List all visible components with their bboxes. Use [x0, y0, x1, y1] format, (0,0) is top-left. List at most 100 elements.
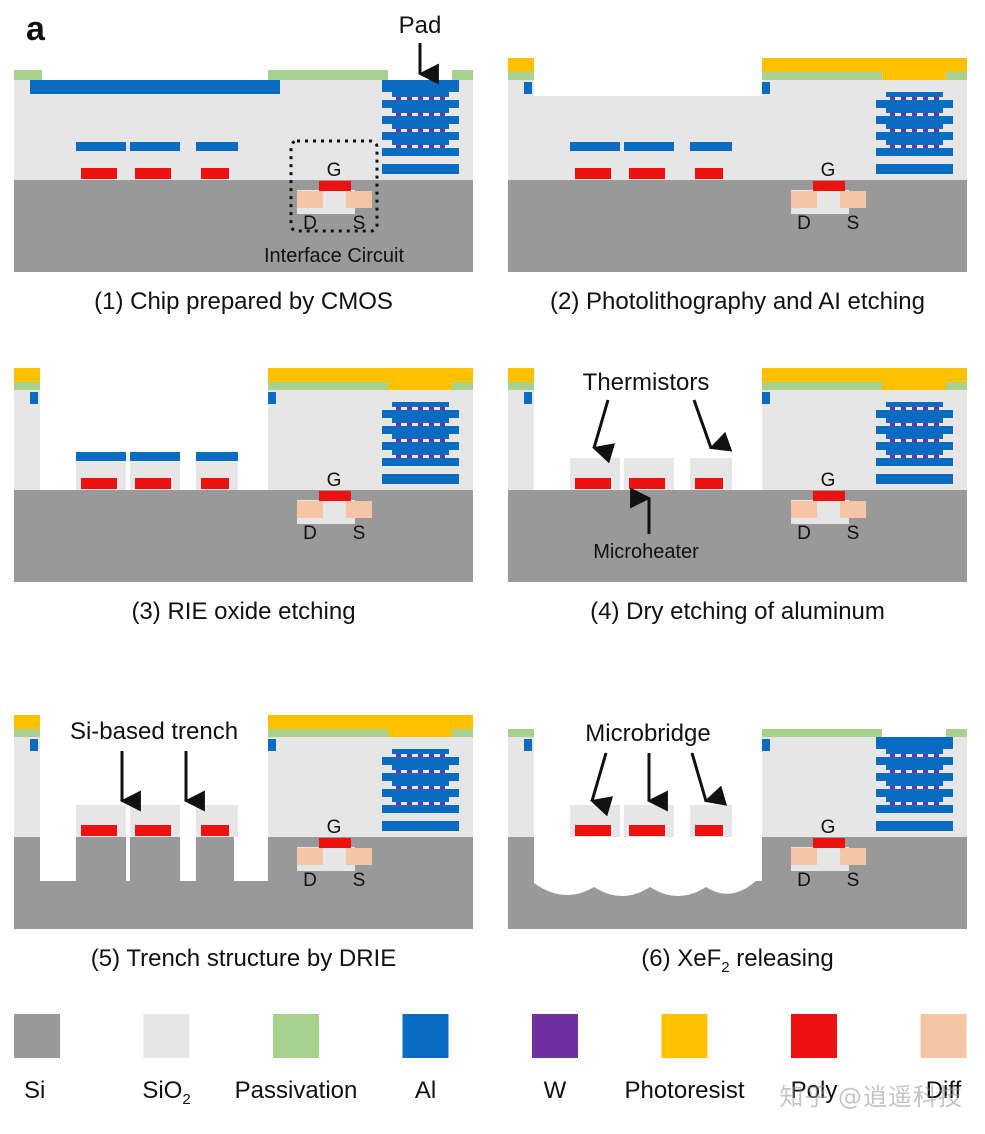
poly-resistor: [201, 478, 229, 489]
source-diffusion: [840, 501, 866, 518]
pad-al-layer: [886, 140, 943, 145]
passivation: [268, 729, 388, 737]
photoresist: [268, 715, 473, 729]
caption-main: (6) XeF: [641, 945, 721, 972]
pad-al-layer: [886, 749, 943, 754]
pad-al-layer: [392, 765, 449, 770]
photoresist-pad: [388, 380, 452, 390]
al-metal: [570, 142, 620, 151]
poly-resistor: [81, 168, 117, 179]
pad-al-bar: [876, 100, 953, 108]
pad-al-layer: [886, 402, 943, 407]
drain-diffusion: [791, 191, 817, 208]
sio2-left-column: [14, 737, 40, 837]
legend-swatch-al: [402, 1014, 449, 1058]
pad-al-bar: [382, 773, 459, 781]
legend-subscript: 2: [182, 1091, 190, 1108]
al-metal: [76, 452, 126, 461]
pad-al-layer: [392, 402, 449, 407]
al-top-metal: [30, 80, 280, 94]
al-stub: [762, 82, 770, 94]
al-stub: [268, 392, 276, 404]
al-stub: [30, 392, 38, 404]
photoresist-pad: [882, 70, 946, 80]
pad-al-layer: [392, 140, 449, 145]
pad-al-layer: [886, 765, 943, 770]
pad-al-bar: [382, 442, 459, 450]
pad-al-bar: [382, 757, 459, 765]
gate-poly: [319, 181, 351, 191]
pad-al-bar: [876, 805, 953, 813]
passivation: [14, 382, 40, 390]
passivation: [762, 729, 882, 737]
pad-al-bar: [382, 132, 459, 140]
source-diffusion: [840, 191, 866, 208]
al-metal: [76, 142, 126, 151]
sio2-left-column: [508, 80, 534, 180]
pad-al-bar: [382, 410, 459, 418]
panel-caption: (3) RIE oxide etching: [131, 598, 355, 625]
poly-resistor: [575, 825, 611, 836]
photoresist-pad: [388, 727, 452, 737]
pad-al-bar: [382, 789, 459, 797]
sio2-left-column: [508, 737, 534, 837]
si-trench: [40, 837, 76, 881]
pad-al-bottom: [876, 821, 953, 831]
caption-tail: releasing: [730, 945, 834, 972]
panel-caption: (5) Trench structure by DRIE: [91, 945, 396, 972]
photoresist-pad: [882, 380, 946, 390]
pad-al-layer: [392, 797, 449, 802]
legend-text: Poly: [791, 1077, 838, 1104]
legend-text: Photoresist: [624, 1077, 744, 1104]
si-substrate: [14, 180, 473, 272]
legend-swatch-si: [14, 1014, 60, 1058]
sio2-left-column: [508, 390, 534, 490]
pad-al-bottom: [382, 164, 459, 174]
poly-resistor: [575, 478, 611, 489]
pad-al-layer: [392, 108, 449, 113]
al-metal: [196, 142, 238, 151]
passivation: [946, 72, 967, 80]
passivation: [946, 729, 967, 737]
pad-al-layer: [886, 92, 943, 97]
al-stub: [762, 739, 770, 751]
gate-poly: [813, 181, 845, 191]
photoresist: [14, 368, 40, 382]
drain-label: D: [303, 213, 317, 234]
pad-al-layer: [886, 418, 943, 423]
drain-diffusion: [791, 501, 817, 518]
gate-label: G: [327, 817, 342, 838]
gate-label: G: [327, 160, 342, 181]
interface-circuit-box: [289, 139, 379, 233]
pad-al-layer: [886, 124, 943, 129]
pad-al-bar: [382, 116, 459, 124]
trench-label: Si-based trench: [70, 718, 238, 745]
pad-al-layer: [392, 418, 449, 423]
passivation: [762, 382, 882, 390]
legend-label-sio2: SiO2: [142, 1077, 190, 1108]
si-substrate: [14, 490, 473, 582]
thermistor-arrow-left: [591, 399, 616, 464]
passivation: [14, 729, 40, 737]
caption-subscript: 2: [721, 959, 729, 976]
si-trench: [180, 837, 196, 881]
poly-resistor: [201, 825, 229, 836]
legend-text: SiO: [142, 1077, 182, 1104]
passivation: [508, 72, 534, 80]
pad-al-bottom: [876, 474, 953, 484]
pad-al-bottom: [876, 164, 953, 174]
drain-diffusion: [297, 191, 323, 208]
legend-label-si: Si: [24, 1077, 45, 1104]
legend-label-w: W: [544, 1077, 567, 1104]
si-substrate: [508, 180, 967, 272]
legend-text: Passivation: [235, 1077, 358, 1104]
gate-label: G: [821, 817, 836, 838]
passivation: [762, 72, 882, 80]
source-label: S: [353, 213, 366, 234]
microbridge-label: Microbridge: [585, 720, 710, 747]
passivation: [452, 382, 473, 390]
source-label: S: [847, 870, 860, 891]
pad-al-bar: [876, 410, 953, 418]
